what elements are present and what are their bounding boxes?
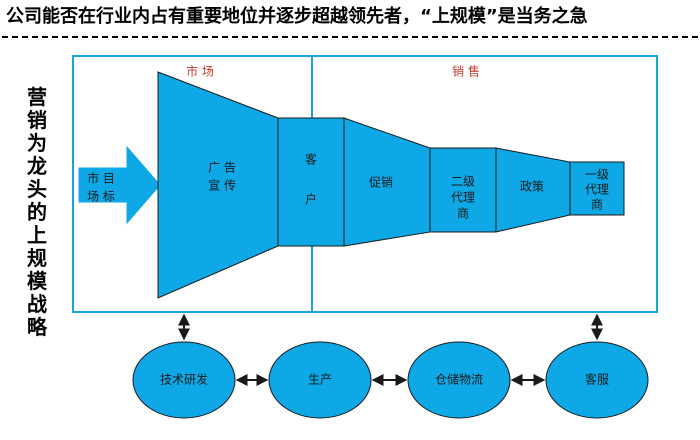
node-rnd [132,341,236,419]
production-label: 生产 [308,373,332,387]
arrow-label-line1: 市 目 [87,171,115,186]
agent1-label-line2: 代理 [585,183,609,197]
side-label: 营销为龙头的上规模战略 [27,85,47,339]
ad-label-line2: 宣 传 [208,178,236,193]
node-logistics [407,341,511,419]
customer-label-line2: 户 [305,192,317,207]
agent1-label-line1: 一级 [585,168,609,182]
target-market-arrow [78,145,161,225]
funnel-customer [277,117,345,247]
promotion-label: 促销 [369,176,393,190]
policy-label: 政策 [520,180,544,194]
agent2-label-line3: 商 [457,206,469,221]
arrow-label-line2: 场 标 [87,190,115,204]
agent2-label-line1: 二级 [451,175,475,189]
section-label-sales: 销 售 [452,64,480,79]
node-production [268,341,372,419]
headline-divider [2,36,698,38]
funnel-agent1 [569,161,625,216]
outer-frame [72,55,658,313]
section-label-market: 市 场 [186,64,214,79]
agent1-label-line3: 商 [591,197,603,212]
service-label: 客服 [585,372,609,387]
headline: 公司能否在行业内占有重要地位并逐步超越领先者，“上规模”是当务之急 [6,6,588,27]
customer-label-line1: 客 [305,152,317,167]
node-service [545,341,649,419]
agent2-label-line2: 代理 [451,191,475,205]
rnd-label: 技术研发 [160,372,208,387]
ad-label-line1: 广 告 [208,161,236,175]
logistics-label: 仓储物流 [435,372,483,387]
